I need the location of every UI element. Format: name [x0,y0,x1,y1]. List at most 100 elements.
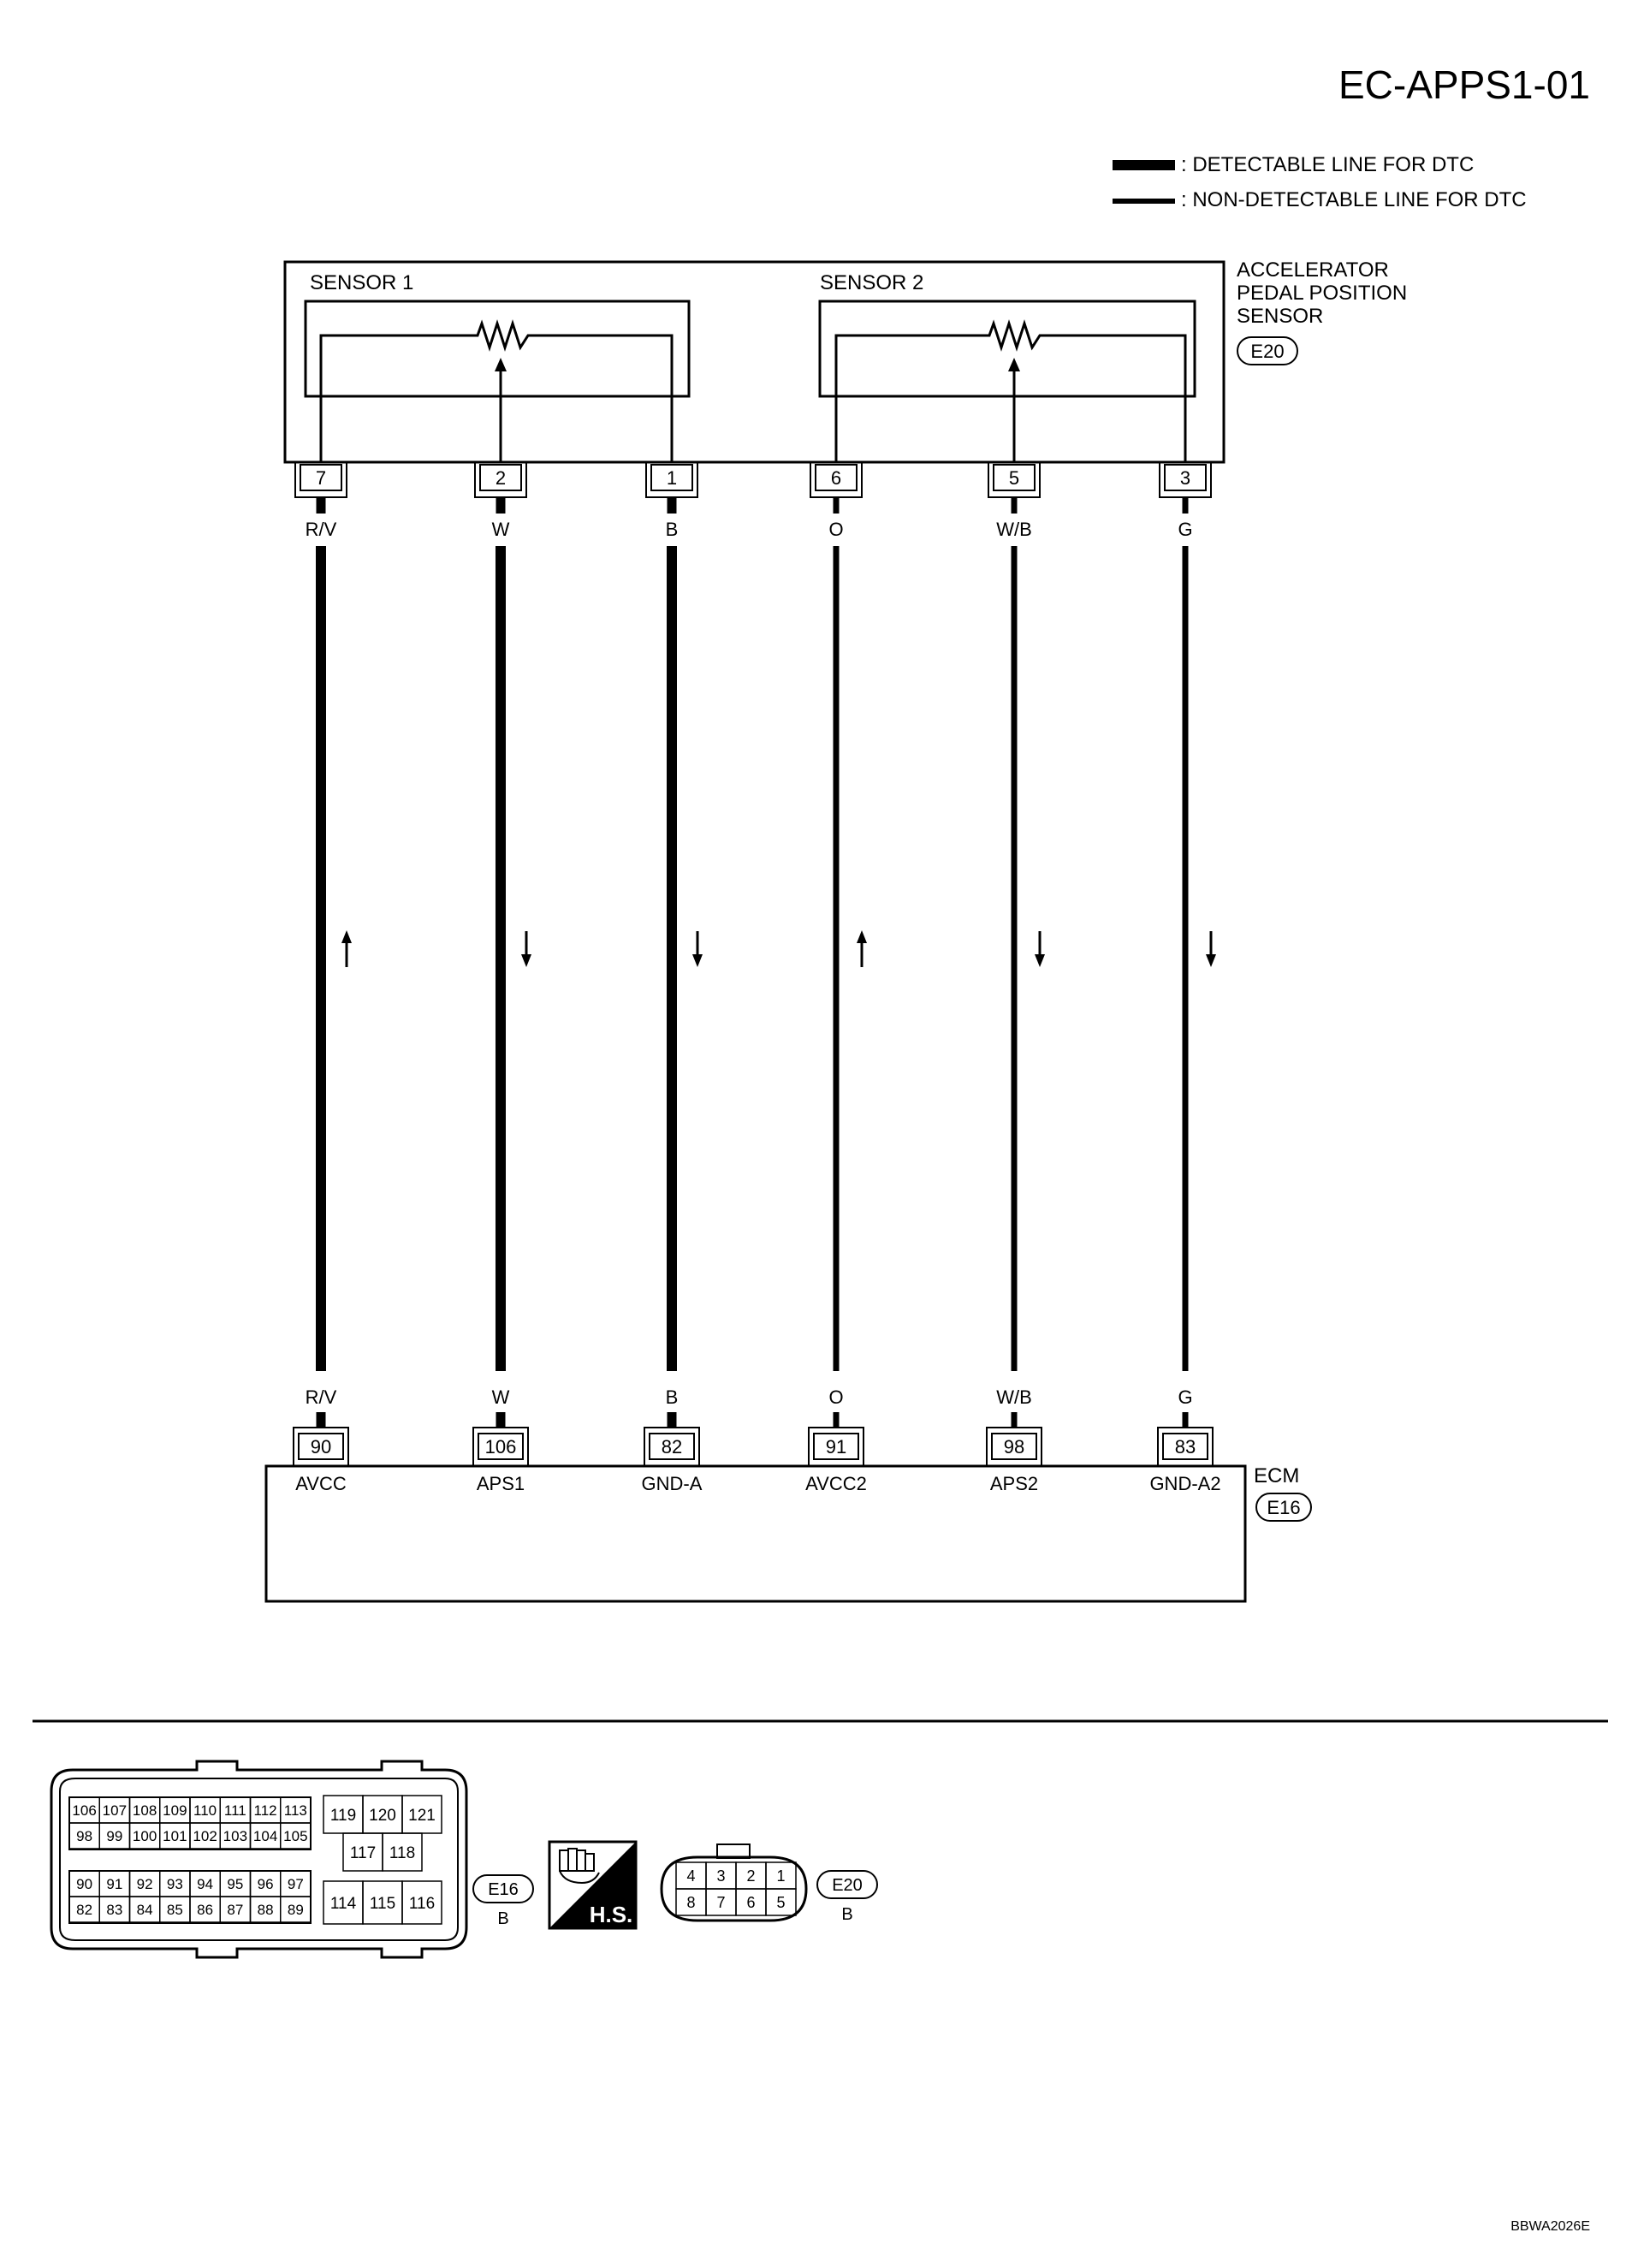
ecm-face-cell-label: 88 [258,1902,274,1918]
wire-color-code-bottom: W [492,1386,510,1408]
ecm-face-cell-label: 115 [370,1895,395,1913]
sensor-pin-box [993,464,1036,491]
ecm-face-cell [382,1832,423,1872]
wire-color-code-bottom: B [666,1386,679,1408]
ecm-pin-box [298,1433,344,1460]
ecm-face-cell-label: 113 [284,1802,307,1819]
sensor-pin-box [300,464,342,491]
ecm-face-cell-label: 111 [224,1802,246,1819]
ecm-face-color: B [497,1909,508,1928]
ecm-face-cell-label: 97 [288,1876,304,1892]
sensor-face-color: B [841,1905,852,1924]
wire-color-code-bottom: G [1178,1386,1192,1408]
sensor-pin-number: 7 [316,467,326,489]
sensor-pin-number: 5 [1009,467,1019,489]
page-title: EC-APPS1-01 [1338,62,1590,107]
ecm-pin-number: 98 [1004,1436,1024,1458]
ecm-face-cell-label: 87 [227,1902,243,1918]
ecm-pin-box [813,1433,859,1460]
ecm-face-cell-label: 85 [167,1902,183,1918]
ecm-face-cell-label: 102 [193,1828,217,1844]
ecm-face-cell-label: 118 [389,1844,415,1862]
legend: : DETECTABLE LINE FOR DTC : NON-DETECTAB… [1113,153,1527,211]
legend-detectable-label: : DETECTABLE LINE FOR DTC [1181,153,1474,176]
ecm-face-id: E16 [488,1880,519,1899]
ecm-name: ECM [1254,1464,1299,1487]
ecm-face-cell-label: 106 [72,1802,96,1819]
sensor-face-cell-label: 3 [716,1867,725,1885]
ecm-face-cell-label: 100 [133,1828,157,1844]
sensor-face-cell-label: 4 [686,1867,695,1885]
arrow-down-icon [1206,954,1216,967]
ecm-pin-number: 106 [485,1436,517,1458]
sensor2-label: SENSOR 2 [820,271,923,294]
ecm-face-cell-label: 104 [253,1828,277,1844]
ecm-face-cell-label: 84 [137,1902,153,1918]
ecm-face-cell-label: 116 [409,1895,435,1913]
ecm-connector-badge [1255,1493,1312,1522]
ecm-face-cell-label: 105 [283,1828,307,1844]
arrow-down-icon [521,954,531,967]
ecm-signal-name: GND-A [642,1473,703,1494]
ecm-face-cell-label: 99 [106,1828,122,1844]
ecm-face-cell-label: 93 [167,1876,183,1892]
sensor-name-line-2: PEDAL POSITION [1237,282,1407,305]
ecm-signal-name: GND-A2 [1149,1473,1220,1494]
wire-color-code-top: B [666,519,679,540]
sensor-face-cell-label: 6 [746,1894,755,1911]
legend-thick-line [1113,160,1175,170]
ecm: ECM E16 [264,1464,1312,1603]
sensor-pin-box [479,464,522,491]
ecm-face-cell-label: 114 [330,1895,357,1913]
accelerator-pedal-position-sensor: SENSOR 1 SENSOR 2 ACCELERATOR PEDAL POSI… [283,258,1407,464]
sensor-face-cell-label: 5 [776,1894,785,1911]
ecm-face-cell-label: 120 [369,1807,396,1825]
sensor-connector-id: E20 [1250,341,1284,362]
sensor-name-line-3: SENSOR [1237,305,1323,328]
ecm-pin-number: 82 [662,1436,682,1458]
ecm-face-cell-label: 90 [76,1876,92,1892]
ecm-face-cell-label: 96 [258,1876,274,1892]
sensor-pin-box [815,464,858,491]
footer-code: BBWA2026E [1510,2219,1590,2234]
sensor1-label: SENSOR 1 [310,271,413,294]
ecm-face-cell-label: 109 [163,1802,187,1819]
wire-color-code-top: O [828,519,843,540]
sensor-face-badge [816,1870,878,1899]
arrow-down-icon [692,954,703,967]
ecm-signal-name: AVCC2 [805,1473,867,1494]
wire-color-code-bottom: W/B [996,1386,1032,1408]
ecm-face-cell-label: 112 [254,1802,277,1819]
ecm-face-cell-label: 103 [223,1828,247,1844]
wire-group: 7R/VR/V90AVCC2WW106APS11BB82GND-A6OO91AV… [293,462,1221,1494]
ecm-face-cell-label: 92 [137,1876,153,1892]
ecm-face-cell-label: 89 [288,1902,304,1918]
arrow-up-icon [341,930,352,943]
ecm-pin-box [991,1433,1037,1460]
sensor-face-id: E20 [832,1876,863,1895]
ecm-face-cell [280,1896,312,1923]
sensor-face-cell-label: 8 [686,1894,695,1911]
wire-color-code-top: R/V [306,519,337,540]
ecm-face-badge [472,1874,534,1903]
ecm-pin-number: 91 [826,1436,846,1458]
ecm-connector-id: E16 [1267,1497,1300,1518]
legend-non-detectable-label: : NON-DETECTABLE LINE FOR DTC [1181,188,1527,211]
ecm-pin-box [1162,1433,1208,1460]
ecm-face-cell-label: 108 [133,1802,157,1819]
ecm-pin-number: 90 [311,1436,331,1458]
ecm-pin-box [478,1433,524,1460]
arrow-down-icon [1035,954,1045,967]
sensor-pin-number: 1 [667,467,677,489]
ecm-pin-box [649,1433,695,1460]
sensor-pin-number: 2 [496,467,506,489]
ecm-face-cell-label: 91 [106,1876,122,1892]
ecm-face-cell-label: 94 [197,1876,213,1892]
